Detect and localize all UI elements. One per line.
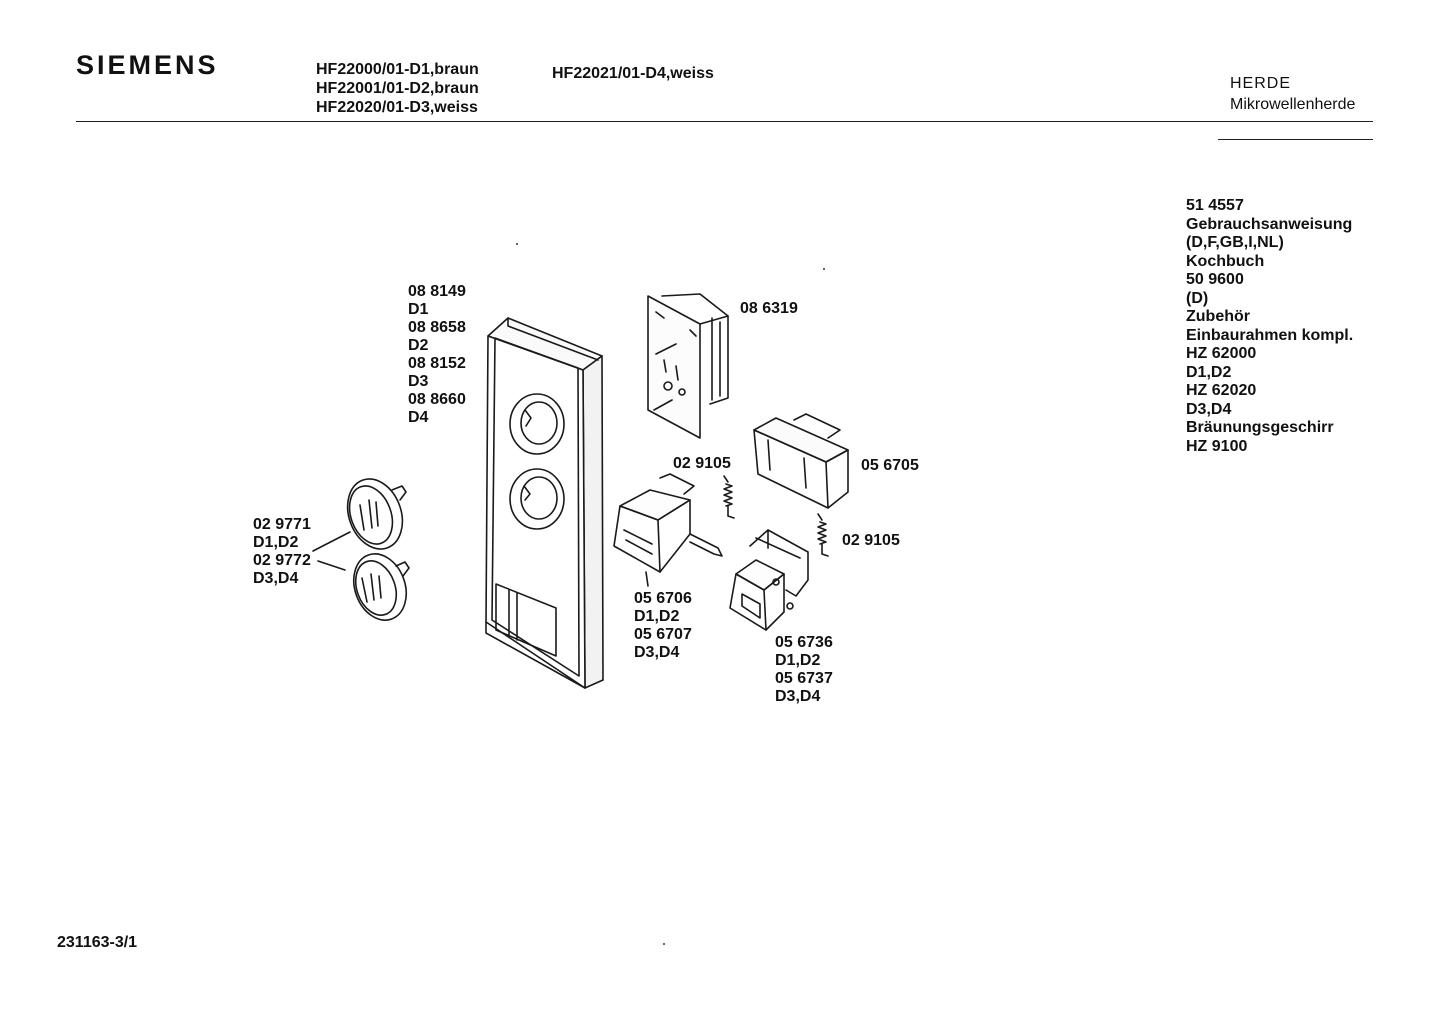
- category-block: HERDE Mikrowellenherde: [1230, 73, 1355, 115]
- category-subtitle: Mikrowellenherde: [1230, 96, 1356, 113]
- doc-line: Gebrauchsanweisung: [1186, 215, 1353, 233]
- label-timer: 08 6319: [740, 300, 798, 317]
- label-line: 05 6737: [775, 670, 833, 687]
- doc-line: Bräunungsgeschirr: [1186, 419, 1334, 436]
- knob-lower-illustration: [352, 553, 410, 621]
- label-line: D1,D2: [253, 534, 299, 551]
- spring-upper-illustration: [723, 475, 735, 519]
- doc-line: HZ 9100: [1186, 437, 1248, 455]
- scan-specks: [516, 243, 825, 945]
- doc-line: (D,F,GB,I,NL): [1186, 234, 1284, 251]
- model-d1: HF22000/01-D1,braun: [316, 61, 479, 78]
- doc-line: Kochbuch: [1186, 252, 1265, 270]
- doc-line: (D): [1186, 289, 1209, 307]
- label-line: D3: [408, 373, 429, 390]
- label-line: 05 6707: [634, 626, 692, 643]
- label-line: D1: [408, 301, 429, 318]
- model-d2: HF22001/01-D2,braun: [316, 80, 479, 97]
- label-spring-upper: 02 9105: [673, 455, 731, 472]
- label-line: 02 9771: [253, 516, 311, 533]
- doc-line: 51 4557: [1186, 197, 1244, 214]
- doc-line: D1,D2: [1186, 363, 1232, 381]
- label-line: D1,D2: [634, 608, 680, 625]
- model-list-primary: HF22000/01-D1,braun HF22001/01-D2,braun …: [316, 60, 479, 117]
- label-knobs: 02 9771 D1,D2 02 9772 D3,D4: [253, 516, 311, 588]
- doc-line: Zubehör: [1186, 308, 1250, 325]
- label-line: 08 8660: [408, 391, 466, 408]
- doc-line: D3,D4: [1186, 400, 1232, 418]
- control-panel-illustration: [485, 317, 604, 689]
- spring-lower-illustration: [817, 513, 829, 557]
- header-divider: [76, 121, 1373, 122]
- doc-line: HZ 62020: [1186, 382, 1257, 399]
- label-switch-left: 05 6706 D1,D2 05 6707 D3,D4: [634, 590, 692, 662]
- label-line: 08 8152: [408, 355, 466, 372]
- documents-list: 51 4557 Gebrauchsanweisung (D,F,GB,I,NL)…: [1186, 197, 1353, 456]
- label-line: 08 8149: [408, 283, 466, 300]
- header-divider-short: [1218, 139, 1373, 140]
- doc-line: 50 9600: [1186, 271, 1244, 288]
- switch-left-illustration: [613, 473, 723, 587]
- label-panel-part-numbers: 08 8149 D1 08 8658 D2 08 8152 D3 08 8660…: [408, 283, 466, 427]
- doc-line: Einbaurahmen kompl.: [1186, 326, 1354, 344]
- timer-illustration: [647, 293, 729, 439]
- model-list-secondary: HF22021/01-D4,weiss: [552, 64, 714, 83]
- brand-logo: SIEMENS: [76, 50, 219, 80]
- label-switch-right: 05 6736 D1,D2 05 6737 D3,D4: [775, 634, 833, 706]
- label-line: D4: [408, 409, 429, 426]
- label-line: 08 8658: [408, 319, 466, 336]
- drawing-number: 231163-3/1: [57, 934, 138, 951]
- label-line: D2: [408, 337, 429, 354]
- label-line: D3,D4: [253, 570, 299, 587]
- switch-right-illustration: [729, 529, 809, 631]
- doc-line: HZ 62000: [1186, 345, 1257, 362]
- label-spring-lower: 02 9105: [842, 532, 900, 549]
- label-microswitch: 05 6705: [861, 457, 919, 474]
- category-title: HERDE: [1230, 75, 1292, 92]
- model-d4: HF22021/01-D4,weiss: [552, 65, 714, 82]
- label-line: D3,D4: [775, 688, 821, 705]
- label-line: D3,D4: [634, 644, 680, 661]
- label-line: 05 6706: [634, 590, 692, 607]
- label-line: 02 9772: [253, 552, 311, 569]
- label-line: D1,D2: [775, 652, 821, 669]
- microswitch-illustration: [753, 413, 849, 509]
- model-d3: HF22020/01-D3,weiss: [316, 99, 478, 116]
- knob-upper-illustration: [346, 478, 407, 550]
- label-line: 05 6736: [775, 634, 833, 651]
- knob-leader-lines: [312, 531, 351, 571]
